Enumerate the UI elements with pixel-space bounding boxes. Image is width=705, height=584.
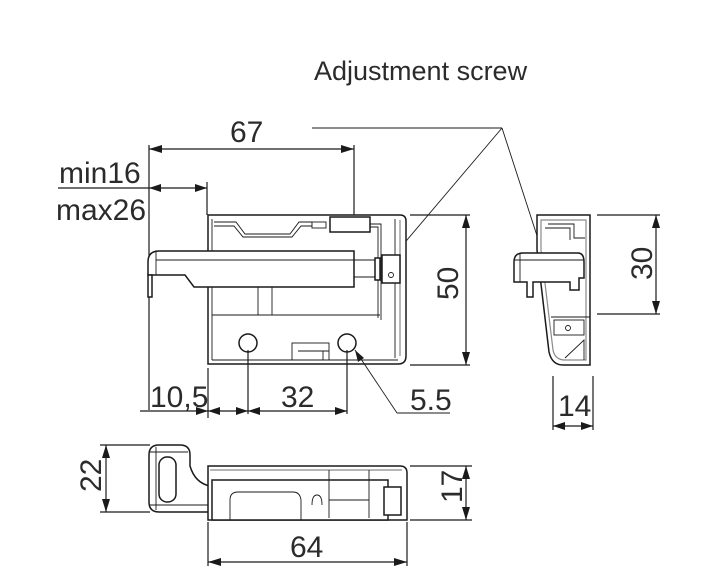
dim-5-5: 5.5 [410, 384, 452, 417]
dim-17: 17 [436, 470, 469, 503]
side-view: 30 14 [513, 214, 660, 430]
bottom-view: 22 17 64 [75, 444, 472, 566]
adjustment-screw-label: Adjustment screw [314, 56, 528, 86]
dim-22: 22 [75, 459, 108, 492]
dim-max26: max26 [56, 194, 146, 227]
dim-50: 50 [432, 267, 465, 300]
mounting-hole-left [238, 333, 258, 353]
dim-67: 67 [230, 116, 263, 149]
dim-64: 64 [290, 531, 323, 564]
front-view: 67 min16 max26 [56, 116, 470, 418]
dim-10-5: 10,5 [150, 381, 208, 414]
dim-30: 30 [626, 247, 659, 280]
dim-32: 32 [281, 381, 314, 414]
mounting-hole-right [337, 333, 357, 353]
dim-14: 14 [558, 390, 591, 423]
dim-min16: min16 [59, 157, 141, 190]
